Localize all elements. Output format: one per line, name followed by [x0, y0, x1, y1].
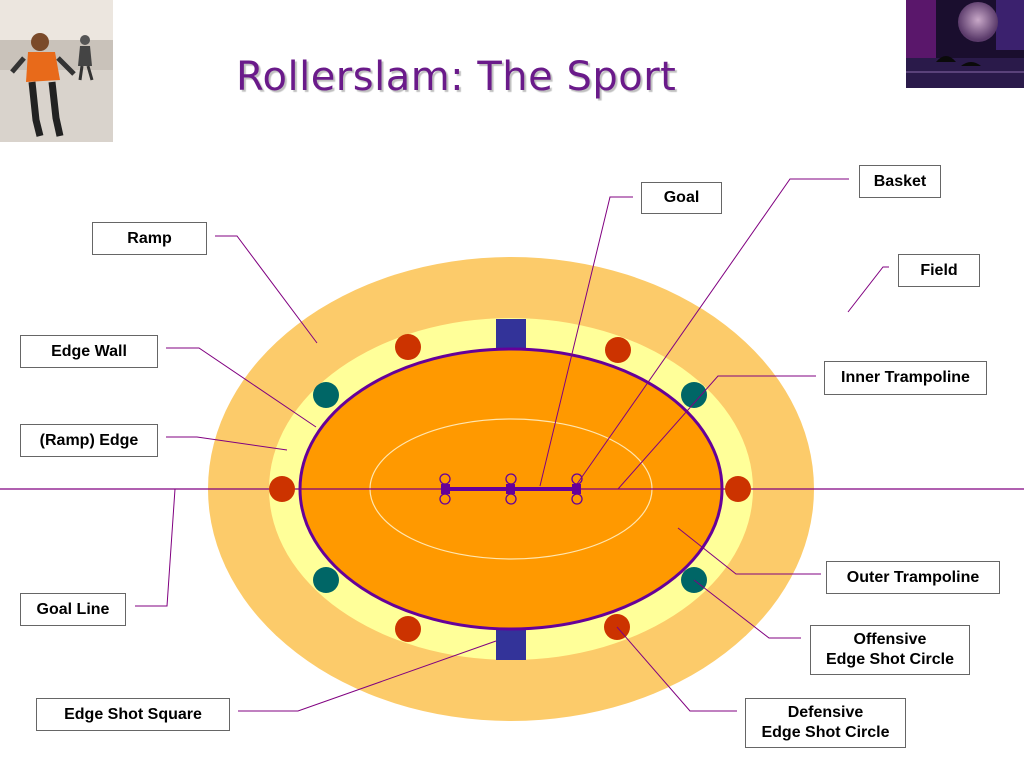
- defensive-edge-shot-circle: [395, 616, 421, 642]
- field-leader: [847, 266, 889, 313]
- goal-center: [505, 473, 517, 505]
- defensive-edge-shot-circle: [605, 337, 631, 363]
- label-edge-shot-square: Edge Shot Square: [36, 698, 230, 731]
- label-basket: Basket: [859, 165, 941, 198]
- ramp-leader: [215, 235, 318, 344]
- page-title: Rollerslam: The Sport: [236, 54, 677, 100]
- label-defensive-line1: Defensive: [787, 704, 864, 721]
- label-offensive-edge-shot-circle: Offensive Edge Shot Circle: [810, 625, 970, 675]
- label-defensive-edge-shot-circle: Defensive Edge Shot Circle: [745, 698, 906, 748]
- offensive-edge-shot-circle: [313, 567, 339, 593]
- defensive-leader: [616, 626, 737, 712]
- edge-shot-square-bottom: [496, 626, 526, 660]
- offensive-leader: [693, 579, 801, 639]
- label-edge-wall: Edge Wall: [20, 335, 158, 368]
- label-goal: Goal: [641, 182, 722, 214]
- basket-leader: [576, 178, 849, 485]
- goal-left: [439, 473, 451, 505]
- label-outer-trampoline: Outer Trampoline: [826, 561, 1000, 594]
- label-goal-line: Goal Line: [20, 593, 126, 626]
- label-field: Field: [898, 254, 980, 287]
- label-defensive-line2: Edge Shot Circle: [761, 724, 890, 741]
- offensive-edge-shot-circle: [313, 382, 339, 408]
- edge-shot-square-leader: [238, 640, 497, 712]
- outer-trampoline-leader: [677, 527, 821, 575]
- label-ramp: Ramp: [92, 222, 207, 255]
- label-offensive-line2: Edge Shot Circle: [825, 651, 955, 668]
- edge-shot-square-top: [496, 319, 526, 353]
- label-inner-trampoline: Inner Trampoline: [824, 361, 987, 395]
- inner-trampoline-leader: [617, 375, 816, 490]
- label-ramp-edge: (Ramp) Edge: [20, 424, 158, 457]
- ramp-edge-leader: [166, 436, 288, 451]
- edge-wall-leader: [166, 347, 317, 428]
- defensive-edge-shot-circle: [395, 334, 421, 360]
- label-offensive-line1: Offensive: [853, 631, 927, 648]
- skater-photo: [0, 0, 113, 142]
- defensive-edge-shot-circle: [725, 476, 751, 502]
- goal-leader: [539, 196, 633, 487]
- offensive-edge-shot-circle: [681, 382, 707, 408]
- defensive-edge-shot-circle: [269, 476, 295, 502]
- night-fantasy-photo: [906, 0, 1024, 88]
- goal-line-leader: [135, 488, 176, 607]
